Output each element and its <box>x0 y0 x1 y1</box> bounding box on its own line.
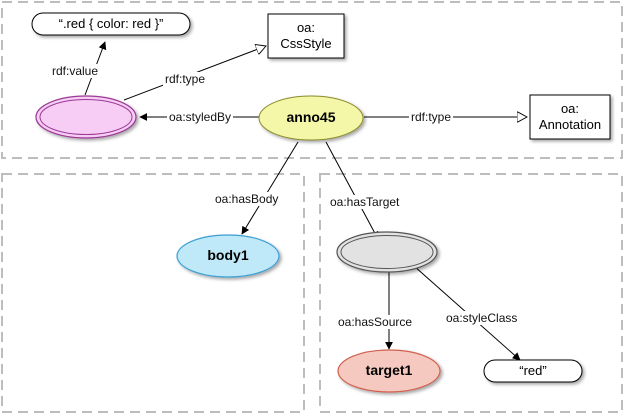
css-style-class-prefix: oa: <box>296 20 316 35</box>
literal-class-node <box>483 359 583 383</box>
annotation-class-name: Annotation <box>538 117 602 132</box>
literal-css-value-text: “.red { color: red }” <box>58 16 164 31</box>
literal-class-text: “red” <box>519 363 547 378</box>
literal-css-value-node <box>31 12 191 36</box>
annotation-node-label: anno45 <box>286 109 336 125</box>
edge-has-body <box>241 141 299 235</box>
top-group-box <box>1 1 623 159</box>
body-group-box <box>1 173 305 413</box>
target-node-label: target1 <box>365 362 413 378</box>
annotation-class-prefix: oa: <box>560 101 580 116</box>
edge-label-rdf-value: rdf:value <box>50 64 101 78</box>
specific-target-node <box>336 231 438 273</box>
target-node <box>337 349 441 393</box>
body-node-label: body1 <box>207 247 249 263</box>
edge-label-rdf-type-anno: rdf:type <box>409 110 454 124</box>
annotation-node <box>258 95 364 141</box>
edge-label-has-target: oa:hasTarget <box>328 195 402 209</box>
edge-label-styled-by: oa:styledBy <box>167 110 234 124</box>
body-node <box>176 234 280 278</box>
style-resource-node <box>35 95 137 139</box>
edge-label-style-class: oa:styleClass <box>444 311 520 325</box>
edge-has-target <box>325 141 379 240</box>
css-style-class-name: CssStyle <box>280 36 332 51</box>
target-group-box <box>319 173 623 413</box>
edge-label-rdf-type-style: rdf:type <box>163 72 208 86</box>
edge-label-has-source: oa:hasSource <box>336 315 415 329</box>
edge-label-has-body: oa:hasBody <box>213 192 281 206</box>
annotation-class-node <box>529 94 611 140</box>
css-style-class-node <box>267 13 345 59</box>
